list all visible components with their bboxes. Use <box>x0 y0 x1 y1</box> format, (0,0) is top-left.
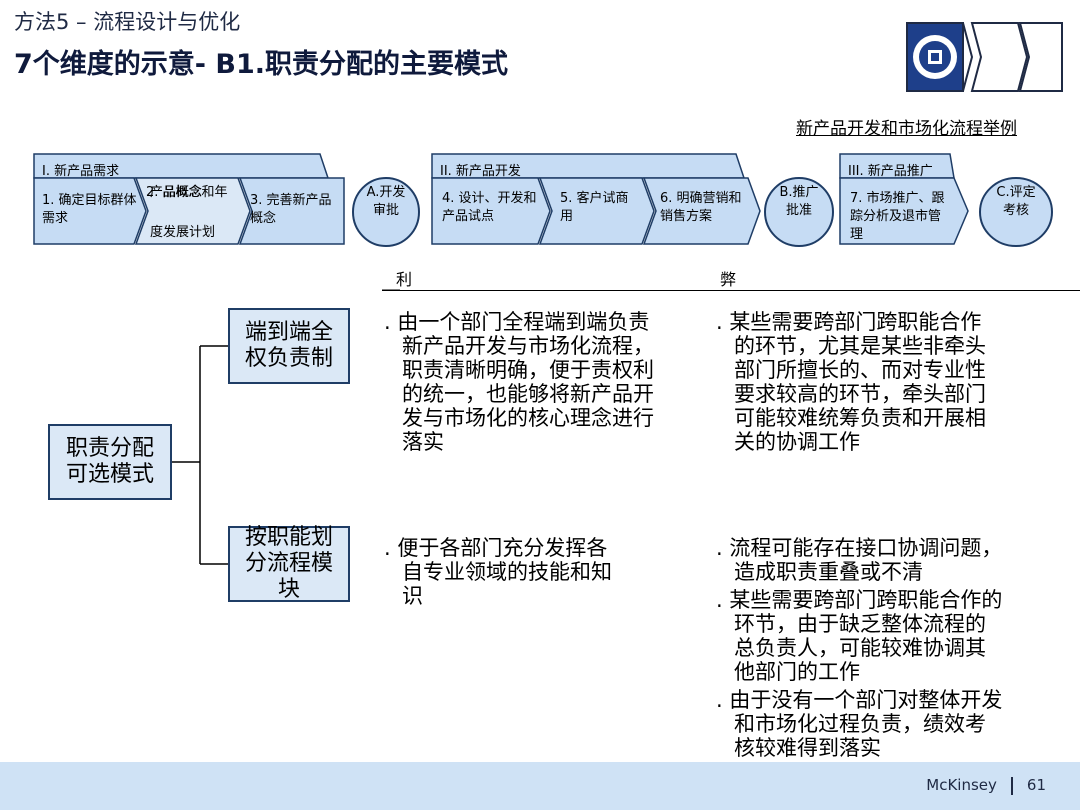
mode-label-by-function: 按职能划分流程模块 <box>244 525 333 602</box>
bullet-dot-icon: . <box>384 310 398 334</box>
stage1-overlap-text: 产品概念 <box>150 185 203 200</box>
pros-by-function: . 便于各部门充分发挥各自专业领域的技能和知识 <box>384 536 628 608</box>
pros-header: 利 <box>396 270 413 289</box>
list-item: . 某些需要跨部门跨职能合作的环节，由于缺乏整体流程的总负责人，可能较难协调其他… <box>716 588 1003 684</box>
stage2-step5: 5. 客户试商用 <box>560 191 629 224</box>
footer-brand: McKinsey <box>926 776 997 794</box>
process-diagram <box>33 153 1053 247</box>
cons-by-function: . 流程可能存在接口协调问题，造成职责重叠或不清 . 某些需要跨部门跨职能合作的… <box>716 536 1006 760</box>
gate-c-label: C.评定考核 <box>996 185 1036 218</box>
list-item: . 由于没有一个部门对整体开发和市场化过程负责，绩效考核较难得到落实 <box>716 688 1003 760</box>
stage2-step4: 4. 设计、开发和产品试点 <box>442 191 537 224</box>
footer-bar <box>0 762 1080 810</box>
cons-header: 弊 <box>720 270 737 289</box>
mode-label-end-to-end: 端到端全权负责制 <box>244 320 333 371</box>
stage2-step6-shape <box>642 177 761 245</box>
stage1-step3-shape <box>238 177 345 245</box>
stage1-step1: 1. 确定目标群体需求 <box>42 193 137 226</box>
stage3-step7-shape <box>839 177 969 245</box>
stage1-step2: 2. 品概念和年 <box>146 185 228 200</box>
gate-b-oval <box>764 177 834 247</box>
process-logo-icon <box>906 22 1063 92</box>
gate-a-oval <box>352 177 420 247</box>
gate-a-label: A.开发审批 <box>366 185 406 218</box>
header-divider <box>382 290 1080 291</box>
list-item: . 由一个部门全程端到端负责新产品开发与市场化流程，职责清晰明确，便于责权利的统… <box>384 310 654 454</box>
stage2-label: II. 新产品开发 <box>440 164 521 179</box>
stage1-step3: 3. 完善新产品概念 <box>250 193 332 226</box>
bullet-dot-icon: . <box>716 310 730 334</box>
gate-c-oval <box>979 177 1053 247</box>
stage1-step2-shape <box>134 177 251 245</box>
stage2-step6: 6. 明确营销和销售方案 <box>660 191 742 224</box>
page-title: 7个维度的示意- B1.职责分配的主要模式 <box>14 49 509 80</box>
gate-b-label: B.推广批准 <box>779 185 819 218</box>
tree-connectors <box>172 289 400 565</box>
page-subtitle: 方法5 – 流程设计与优化 <box>14 10 241 34</box>
mode-box-by-function: 按职能划分流程模块 <box>228 525 350 602</box>
stage1-step1-shape <box>33 177 147 245</box>
stage2-step4-shape <box>431 177 551 245</box>
footer: McKinsey 61 <box>926 776 1046 795</box>
stage3-step7: 7. 市场推广、跟踪分析及退市管理 <box>850 191 945 242</box>
bullet-dot-icon: . <box>384 536 398 560</box>
stage3-label: III. 新产品推广 <box>848 164 933 179</box>
root-label: 职责分配可选模式 <box>65 436 154 487</box>
page-number: 61 <box>1026 776 1046 794</box>
list-item: . 某些需要跨部门跨职能合作的环节，尤其是某些非牵头部门所擅长的、而对专业性要求… <box>716 310 986 454</box>
stage1-label: I. 新产品需求 <box>42 164 120 179</box>
bullet-dot-icon: . <box>716 588 730 612</box>
pros-end-to-end: . 由一个部门全程端到端负责新产品开发与市场化流程，职责清晰明确，便于责权利的统… <box>384 310 660 454</box>
stage1-step2-cont: 度发展计划 <box>150 225 216 240</box>
bullet-dot-icon: . <box>716 688 730 712</box>
list-item: . 流程可能存在接口协调问题，造成职责重叠或不清 <box>716 536 1003 584</box>
list-item: . 便于各部门充分发挥各自专业领域的技能和知识 <box>384 536 612 608</box>
cons-end-to-end: . 某些需要跨部门跨职能合作的环节，尤其是某些非牵头部门所擅长的、而对专业性要求… <box>716 310 994 454</box>
root-box: 职责分配可选模式 <box>48 424 172 500</box>
stage2-step5-shape <box>538 177 655 245</box>
footer-separator <box>1010 776 1013 795</box>
bullet-dot-icon: . <box>716 536 730 560</box>
example-label: 新产品开发和市场化流程举例 <box>796 119 1017 139</box>
mode-box-end-to-end: 端到端全权负责制 <box>228 308 350 384</box>
